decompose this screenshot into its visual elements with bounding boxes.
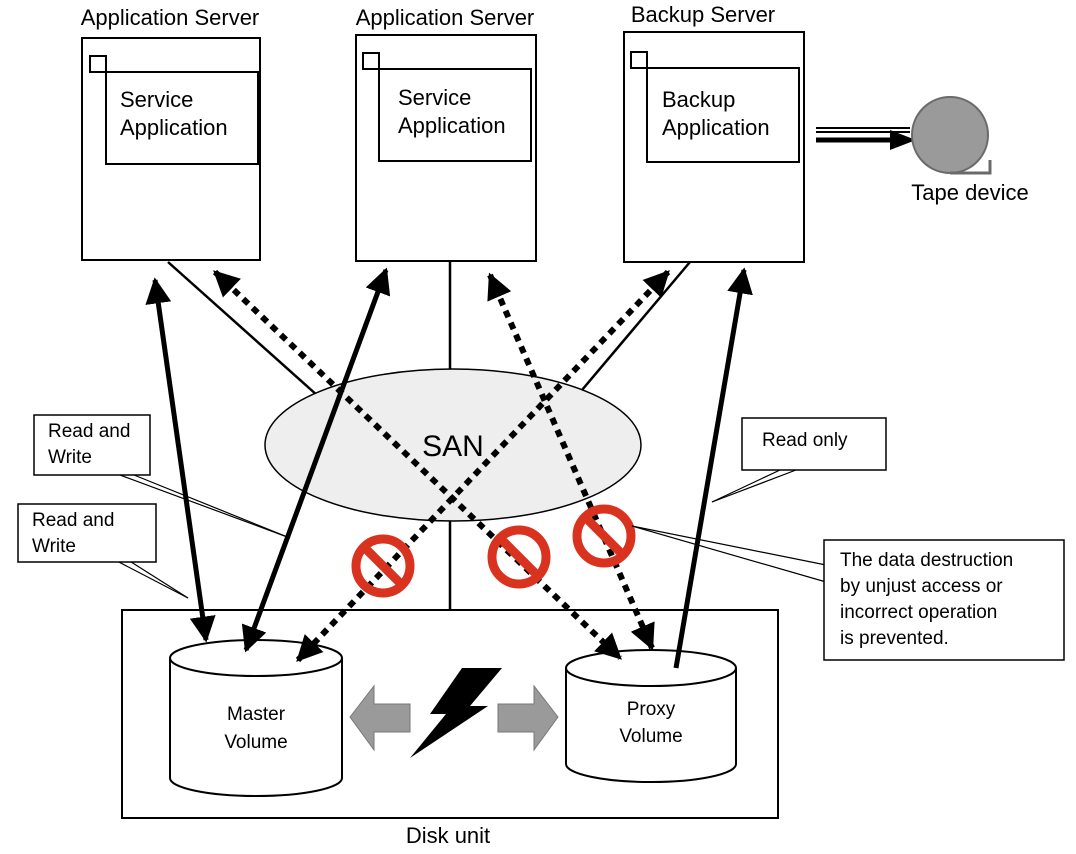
- proxy-volume-line1: Proxy: [627, 699, 676, 720]
- server-1-title: Application Server: [81, 5, 260, 30]
- right-gray-arrow-icon: [497, 684, 559, 752]
- callout-prevented-line4: is prevented.: [840, 628, 949, 649]
- proxy-volume-line2: Volume: [619, 726, 682, 747]
- backup-app-line1: Backup: [662, 87, 735, 112]
- prohibition-signs: [351, 504, 636, 598]
- prohibited-icon: [572, 504, 636, 568]
- callout-rw2-line2: Write: [32, 536, 76, 557]
- backup-server-title: Backup Server: [631, 2, 775, 27]
- left-gray-arrow-icon: [349, 684, 411, 752]
- proxy-volume: Proxy Volume: [565, 649, 737, 783]
- service-application-box-1: [105, 71, 259, 165]
- disk-unit-label: Disk unit: [406, 823, 490, 848]
- server-2-app-line1: Service: [398, 85, 471, 110]
- callout-read-write-2: Read and Write: [17, 503, 189, 599]
- prohibited-icon: [487, 525, 551, 589]
- callout-prevented: The data destruction by unjust access or…: [631, 525, 1065, 661]
- callout-rw2-line1: Read and: [32, 510, 114, 531]
- callout-read-only-text: Read only: [762, 430, 848, 451]
- callout-prevented-line2: by unjust access or: [840, 576, 1003, 597]
- master-volume-line1: Master: [227, 704, 286, 725]
- callout-prevented-line1: The data destruction: [840, 550, 1013, 571]
- server-2-title: Application Server: [356, 5, 535, 30]
- server-2: Application Server Service Application: [355, 5, 537, 262]
- copy-arrows: [349, 668, 559, 758]
- server-1-app-line1: Service: [120, 87, 193, 112]
- callout-read-only: Read only: [711, 417, 887, 503]
- master-volume: Master Volume: [169, 639, 343, 797]
- backup-app-line2: Application: [662, 115, 770, 140]
- master-volume-line2: Volume: [224, 732, 287, 753]
- service-application-box-2: [378, 68, 532, 162]
- backup-server: Backup Server Backup Application: [623, 2, 805, 263]
- backup-application-box: [646, 67, 800, 163]
- server-1-app-line2: Application: [120, 115, 228, 140]
- blocked-access-arrows: [212, 269, 671, 663]
- callout-rw1-line2: Write: [48, 447, 92, 468]
- prohibited-icon: [351, 534, 415, 598]
- server-2-app-line2: Application: [398, 113, 506, 138]
- server-1: Application Server Service Application: [81, 5, 261, 261]
- san-label: SAN: [422, 430, 484, 463]
- callout-rw1-line1: Read and: [48, 421, 130, 442]
- callout-prevented-line3: incorrect operation: [840, 602, 997, 623]
- tape-device-label: Tape device: [911, 180, 1028, 205]
- lightning-icon: [410, 668, 502, 758]
- tape-device: Tape device: [816, 96, 1029, 205]
- callout-read-write-1: Read and Write: [33, 414, 291, 539]
- tape-reel-icon: [911, 96, 989, 174]
